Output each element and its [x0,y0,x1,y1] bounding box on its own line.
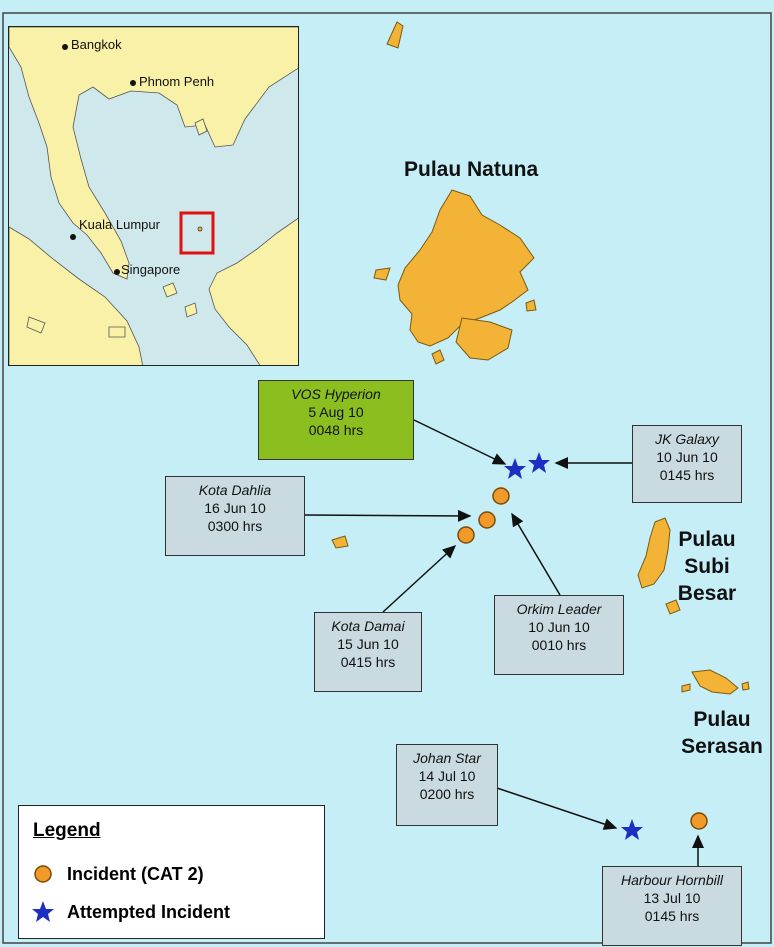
incident-marker[interactable] [457,526,475,544]
incident-time: 0415 hrs [340,654,396,670]
callout-kota-damai[interactable]: Kota Damai 15 Jun 10 0415 hrs [314,612,422,692]
attempted-legend-icon [32,901,54,922]
inset-islet [184,302,198,318]
incident-marker[interactable] [492,487,510,505]
orkim-leader-arrow [511,512,561,596]
incident-date: 10 Jun 10 [656,449,718,465]
callout-jk-galaxy[interactable]: JK Galaxy 10 Jun 10 0145 hrs [632,425,742,503]
incident-time: 0145 hrs [644,908,700,924]
attempted-incident-star[interactable] [504,458,526,479]
serasan-islet [741,681,750,691]
natuna-islet [525,299,537,312]
natuna-islet [431,349,445,365]
inset-islet [194,118,208,136]
city-label-singapore: Singapore [121,262,181,277]
serasan-islet [681,683,691,693]
incident-time: 0010 hrs [531,637,587,653]
callout-vos-hyperion[interactable]: VOS Hyperion 5 Aug 10 0048 hrs [258,380,414,460]
incident-legend-icon [34,865,52,883]
inset-islet [108,326,126,338]
subi-label-line: Pulau [678,528,736,551]
incident-time: 0300 hrs [207,518,263,534]
pulau-serasan-island [691,669,739,695]
vessel-name: Harbour Hornbill [621,872,723,888]
city-dot-kuala-lumpur [70,234,76,240]
incident-time: 0200 hrs [419,786,475,802]
city-label-bangkok: Bangkok [71,37,122,52]
serasan-label-line: Pulau [693,708,751,731]
city-label-phnom-penh: Phnom Penh [139,74,215,89]
legend-row-incident: Incident (CAT 2) [31,862,204,886]
vessel-name: JK Galaxy [655,431,719,447]
johan-star-arrow [496,787,618,830]
inset-locator-map: Bangkok Phnom Penh Kuala Lumpur Singapor… [8,26,299,366]
natuna-locator-dot [197,226,203,232]
incident-date: 14 Jul 10 [418,768,476,784]
incident-date: 5 Aug 10 [308,404,364,420]
pulau-natuna-label: Pulau Natuna [404,158,539,181]
incident-time: 0048 hrs [308,422,364,438]
subi-islet [665,599,681,615]
incident-marker[interactable] [690,812,708,830]
legend-incident-label: Incident (CAT 2) [67,863,204,884]
map-frame [2,12,772,944]
vessel-name: Orkim Leader [516,601,602,617]
incident-date: 15 Jun 10 [337,636,399,652]
incident-date: 13 Jul 10 [643,890,701,906]
pulau-natuna-island [397,189,535,347]
legend-title: Legend [33,820,101,841]
city-dot-bangkok [62,44,68,50]
map-legend: Legend Incident (CAT 2) Attempted Incide… [18,805,325,939]
callout-orkim-leader[interactable]: Orkim Leader 10 Jun 10 0010 hrs [494,595,624,675]
pulau-serasan-label: Pulau Serasan [672,706,772,760]
inset-islet [162,282,178,298]
city-dot-phnom-penh [130,80,136,86]
vos-hyperion-arrow [413,419,507,465]
incident-marker[interactable] [478,511,496,529]
subi-label-line: Besar [677,582,737,605]
vessel-name: VOS Hyperion [291,386,381,402]
kota-damai-arrow [382,544,457,613]
vessel-name: Kota Damai [331,618,405,634]
natuna-islet [386,21,404,49]
callout-harbour-hornbill[interactable]: Harbour Hornbill 13 Jul 10 0145 hrs [602,866,742,946]
attempted-incident-star[interactable] [621,819,643,840]
vessel-name: Johan Star [413,750,481,766]
pulau-subi-besar-island [637,517,671,589]
kota-dahlia-arrow [304,509,472,522]
inset-islet [26,316,46,334]
callout-kota-dahlia[interactable]: Kota Dahlia 16 Jun 10 0300 hrs [165,476,305,556]
legend-row-attempted: Attempted Incident [31,900,230,924]
natuna-islet [373,267,391,281]
borneo [208,217,298,365]
incident-date: 16 Jun 10 [204,500,266,516]
pulau-subi-besar-label: Pulau Subi Besar [676,526,738,607]
serasan-label-line: Serasan [681,735,763,758]
legend-attempted-label: Attempted Incident [67,901,231,922]
incident-time: 0145 hrs [659,467,715,483]
subi-label-line: Subi [684,555,730,578]
city-label-kuala-lumpur: Kuala Lumpur [79,217,160,232]
attempted-incident-star[interactable] [528,452,550,473]
inset-geography [9,27,298,365]
city-dot-singapore [114,269,120,275]
mainland-indochina [9,27,298,280]
small-islet [331,535,349,549]
study-area-highlight [179,211,215,255]
incident-date: 10 Jun 10 [528,619,590,635]
natuna-southern-lobe [455,317,513,361]
callout-johan-star[interactable]: Johan Star 14 Jul 10 0200 hrs [396,744,498,826]
vessel-name: Kota Dahlia [198,482,272,498]
